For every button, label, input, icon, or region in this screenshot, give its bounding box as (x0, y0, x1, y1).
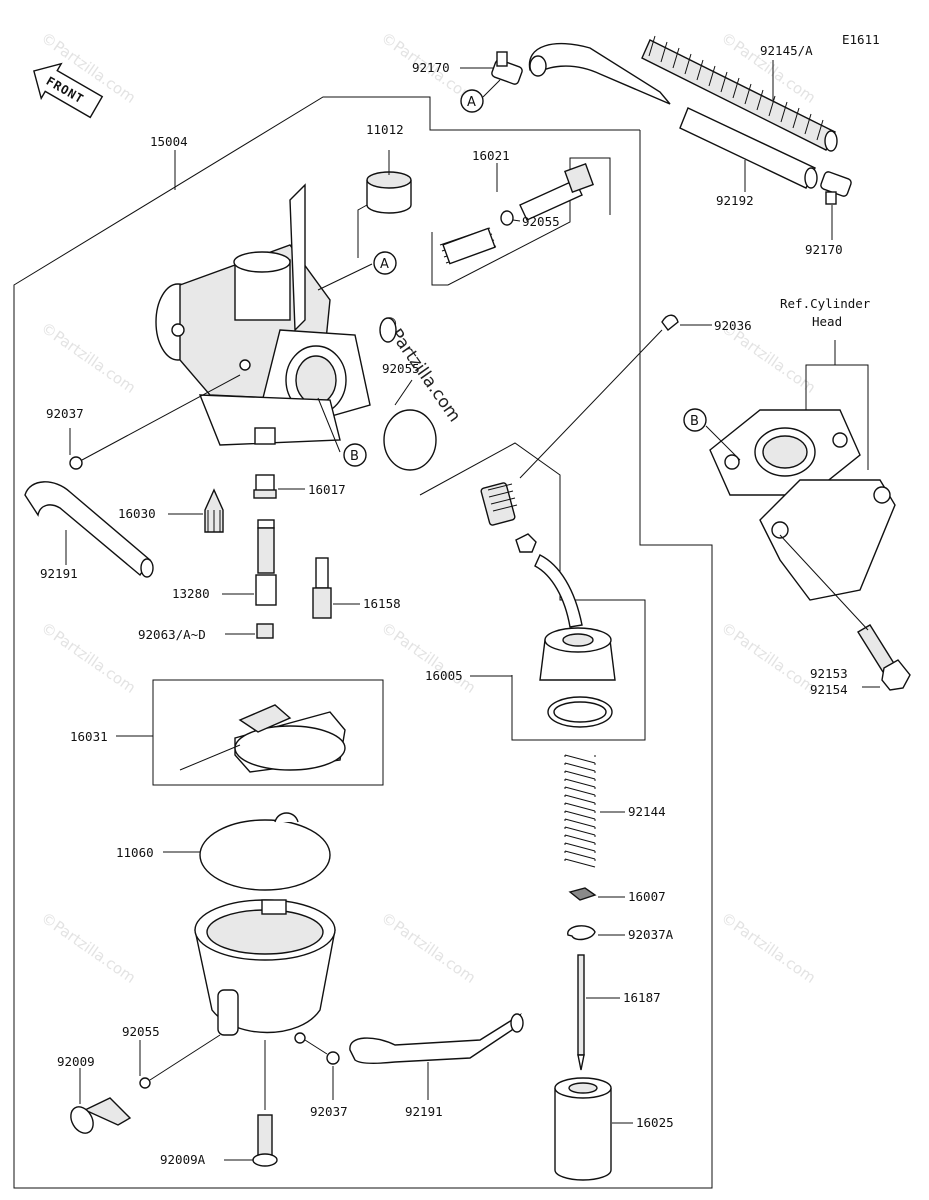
part-11060-gasket (199, 819, 331, 891)
part-16021 (439, 163, 594, 265)
watermark: ©Partzilla.com (378, 909, 479, 987)
label-92170-bottom: 92170 (805, 242, 843, 257)
ref-note-line1: Ref.Cylinder (780, 296, 871, 311)
part-92144-spring (564, 754, 596, 868)
label-92009a: 92009A (160, 1152, 206, 1167)
label-13280: 13280 (172, 586, 210, 601)
label-16030: 16030 (118, 506, 156, 521)
label-11012: 11012 (366, 122, 404, 137)
part-16187-needle (577, 954, 585, 1071)
watermark: ©Partzilla.com (718, 909, 819, 987)
label-16025: 16025 (636, 1115, 674, 1130)
label-16007: 16007 (628, 889, 666, 904)
part-16030-float-valve (204, 488, 224, 533)
marker-a-body-label: A (380, 257, 389, 272)
fuel-hose-group (491, 35, 852, 205)
part-92191-bottom-hose (349, 1013, 524, 1065)
marker-b-manifold (683, 408, 707, 432)
diagram-code: E1611 (842, 32, 880, 47)
label-92037-left: 92037 (46, 406, 84, 421)
part-16031-float (179, 704, 346, 773)
carburetor-body (155, 183, 371, 446)
label-11060: 11060 (116, 845, 154, 860)
intake-manifold (709, 409, 896, 601)
part-16158-jet-needle (312, 557, 332, 619)
label-92055-bottom: 92055 (122, 1024, 160, 1039)
assembly-boundary (13, 96, 713, 1189)
watermark: ©Partzilla.com (38, 909, 139, 987)
part-11012 (366, 171, 412, 214)
part-92036 (661, 314, 679, 331)
part-92063-main-jet (256, 623, 274, 639)
label-92055-mid: 92055 (382, 361, 420, 376)
part-92037-left (69, 456, 83, 470)
label-16017: 16017 (308, 482, 346, 497)
part-92055-bottom (139, 1077, 151, 1089)
part-16017 (253, 474, 277, 499)
label-92144: 92144 (628, 804, 666, 819)
marker-a-label: A (467, 95, 476, 110)
marker-b-body-label: B (350, 449, 359, 464)
part-16005-group (480, 482, 616, 728)
marker-b-body (343, 443, 367, 467)
part-92009a-screw (252, 1114, 278, 1167)
label-92037-bottom: 92037 (310, 1104, 348, 1119)
label-92145: 92145/A (760, 43, 813, 58)
watermark: ©Partzilla.com (718, 619, 819, 697)
label-92036: 92036 (714, 318, 752, 333)
marker-a-body (373, 251, 397, 275)
part-16007-clip (568, 887, 597, 901)
label-92170-top: 92170 (412, 60, 450, 75)
label-92009: 92009 (57, 1054, 95, 1069)
label-16031: 16031 (70, 729, 108, 744)
label-92191-left: 92191 (40, 566, 78, 581)
label-16005: 16005 (425, 668, 463, 683)
float-bowl (194, 899, 336, 1044)
ref-note-line2: Head (812, 314, 842, 329)
label-15004: 15004 (150, 134, 188, 149)
part-92153-bolt (857, 624, 911, 691)
label-16187: 16187 (623, 990, 661, 1005)
label-92154: 92154 (810, 682, 848, 697)
part-92191-left-hose (24, 481, 154, 578)
part-92037a-clip (567, 925, 596, 941)
watermark: ©Partzilla.com (38, 619, 139, 697)
float-box (152, 679, 384, 786)
watermark: ©Partzilla.com (38, 319, 139, 397)
label-16158: 16158 (363, 596, 401, 611)
label-92055-top: 92055 (522, 214, 560, 229)
part-92055-oring (500, 210, 514, 226)
part-16025-throttle-valve (554, 1077, 612, 1181)
label-92191-bottom: 92191 (405, 1104, 443, 1119)
marker-a (460, 89, 484, 113)
label-92153: 92153 (810, 666, 848, 681)
part-92055-large-oring (383, 409, 437, 471)
label-92037a: 92037A (628, 927, 674, 942)
label-16021: 16021 (472, 148, 510, 163)
watermark: ©Partzilla.com (378, 619, 479, 697)
part-92037-bottom (326, 1051, 340, 1065)
part-92009-screw (70, 1097, 132, 1134)
label-92192: 92192 (716, 193, 754, 208)
part-13280-jet (255, 519, 277, 606)
label-92063: 92063/A~D (138, 627, 206, 642)
marker-b-manifold-label: B (690, 414, 699, 429)
